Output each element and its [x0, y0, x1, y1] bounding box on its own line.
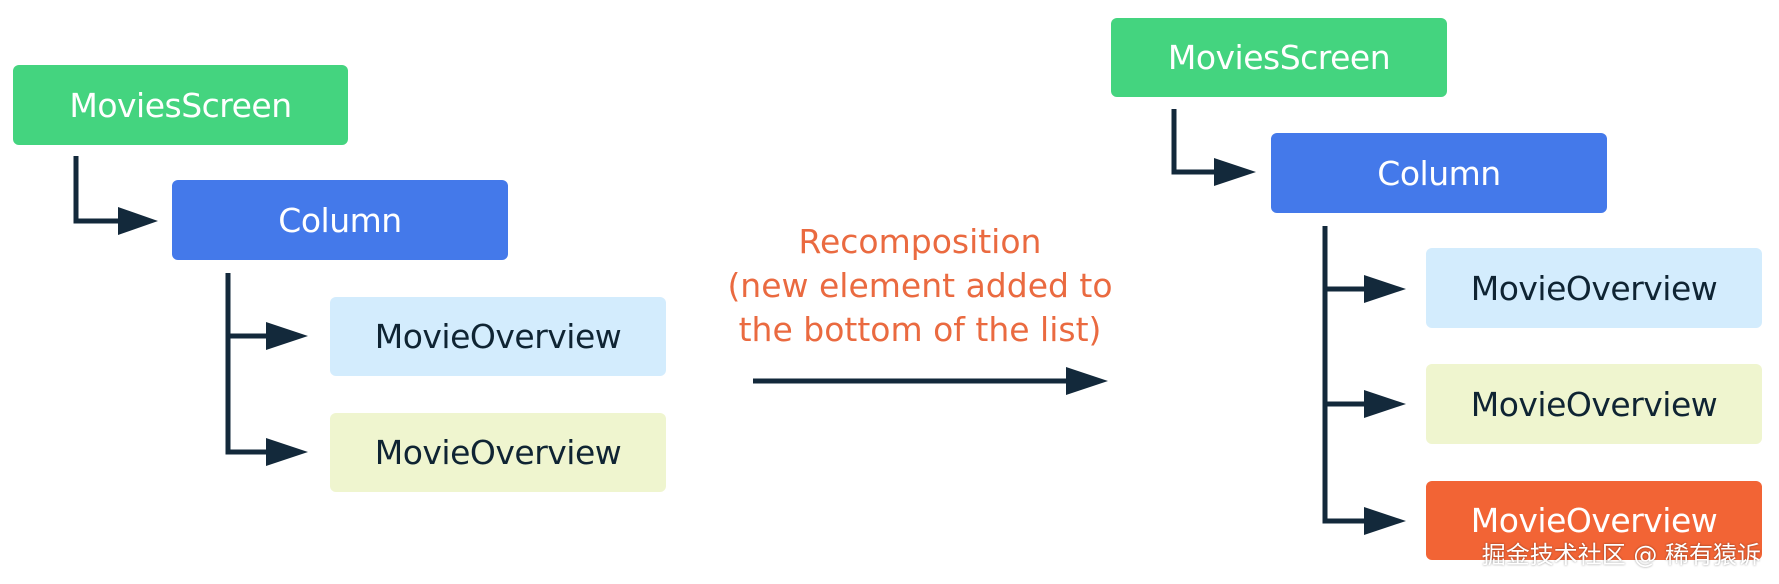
arrowhead-left-item-2: [266, 438, 308, 466]
arrowhead-right-item-2: [1364, 390, 1406, 418]
before-movie-overview-node-2: MovieOverview: [330, 413, 666, 492]
recomposition-label: Recomposition (new element added to the …: [700, 220, 1140, 352]
arrowhead-right-item-3: [1364, 507, 1406, 535]
after-movie-overview-node-1: MovieOverview: [1426, 248, 1762, 328]
arrowhead-right-item-1: [1364, 275, 1406, 303]
before-movies-screen-node: MoviesScreen: [13, 65, 348, 145]
recomposition-label-line-2: (new element added to: [727, 266, 1113, 305]
before-movie-overview-node-1: MovieOverview: [330, 297, 666, 376]
connector-column-to-item-left-2: [225, 336, 270, 455]
before-column-node: Column: [172, 180, 508, 260]
watermark-text: 掘金技术社区 @ 稀有猿诉: [1481, 541, 1761, 569]
connector-column-to-item-right-3: [1322, 404, 1368, 524]
after-movies-screen-node: MoviesScreen: [1111, 18, 1447, 97]
arrowhead-right-column: [1214, 158, 1256, 186]
arrowhead-left-column: [118, 207, 158, 235]
connector-column-to-item-left-1: [225, 273, 270, 339]
connector-screen-to-column-left: [73, 156, 122, 224]
after-movie-overview-node-2: MovieOverview: [1426, 364, 1762, 444]
arrowhead-left-item-1: [266, 322, 308, 350]
after-column-node: Column: [1271, 133, 1607, 213]
connector-column-to-item-right-1: [1322, 226, 1368, 292]
recomposition-label-line-1: Recomposition: [798, 222, 1042, 261]
transition-arrowhead: [1066, 367, 1108, 395]
connector-column-to-item-right-2: [1322, 289, 1368, 407]
recomposition-label-line-3: the bottom of the list): [738, 310, 1102, 349]
connector-screen-to-column-right: [1171, 109, 1218, 175]
after-movie-overview-node-new: MovieOverview: [1426, 481, 1762, 560]
